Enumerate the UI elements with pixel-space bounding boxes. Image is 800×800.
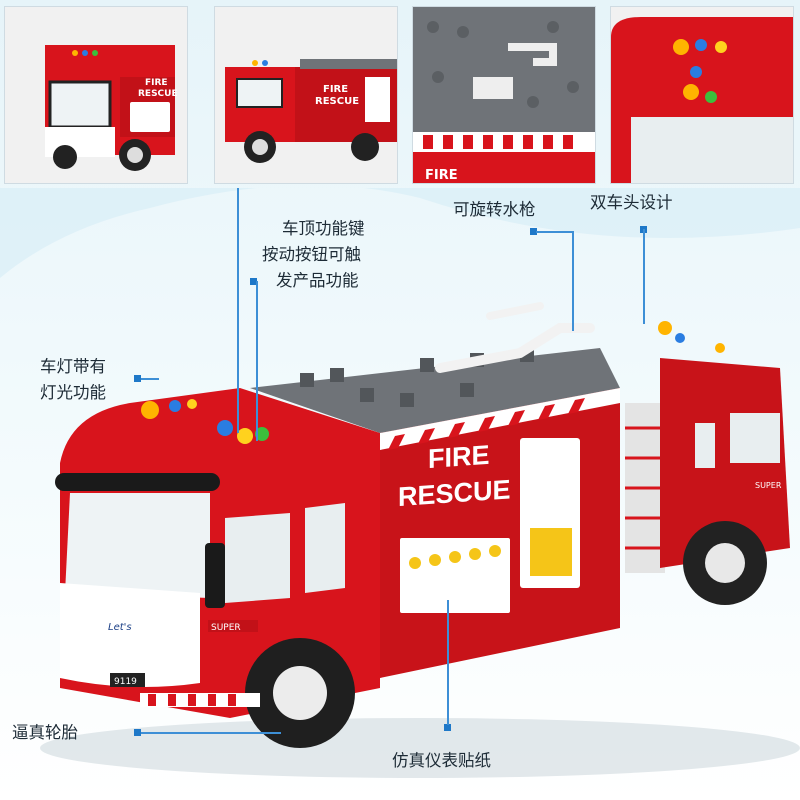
callout-line-roof-keys-2 (256, 281, 258, 441)
license-plate: 9119 (114, 677, 137, 687)
callout-line-water-gun-v (572, 231, 574, 331)
label-roof-keys-1: 车顶功能键 (282, 219, 365, 238)
thumb3-fire-text: FIRE (425, 168, 458, 183)
side-fire-text: FIRE (428, 440, 489, 474)
callout-line-water-gun-h (536, 231, 574, 233)
rear-super-badge: SUPER (755, 481, 782, 490)
front-super-badge: SUPER (211, 623, 241, 633)
label-water-gun: 可旋转水枪 (453, 200, 536, 219)
label-roof-keys-3: 发产品功能 (276, 271, 359, 290)
callout-line-tires (141, 732, 281, 734)
thumbnail-strip: FIRE RESCUE FIRE RESCUE (0, 0, 800, 188)
thumb1-fire-text: FIRE (145, 78, 168, 88)
thumb2-fire-text: FIRE (323, 84, 348, 95)
thumbnail-front-view[interactable]: FIRE RESCUE (4, 6, 188, 184)
callout-dot-roof-keys (250, 278, 257, 285)
callout-line-dual-cab (643, 229, 645, 324)
label-lights-2: 灯光功能 (40, 383, 106, 402)
thumbnail-cab-top-view[interactable] (610, 6, 794, 184)
thumbnail-side-view[interactable]: FIRE RESCUE (214, 6, 398, 184)
label-roof-keys-2: 按动按钮可触 (262, 245, 361, 264)
label-gauges: 仿真仪表贴纸 (392, 751, 491, 770)
callout-line-roof-keys (237, 188, 239, 433)
callout-dot-gauges (444, 724, 451, 731)
callout-line-gauges (447, 600, 449, 725)
label-lights-1: 车灯带有 (40, 357, 106, 376)
callout-dot-water-gun (530, 228, 537, 235)
callout-dot-lights (134, 375, 141, 382)
thumbnail-roof-view[interactable]: FIRE (412, 6, 596, 184)
thumb2-rescue-text: RESCUE (315, 96, 359, 107)
label-dual-cab: 双车头设计 (590, 193, 673, 212)
callout-dot-tires (134, 729, 141, 736)
fire-truck-photo: FIRE RESCUE SUPER Let's 9119 (0, 188, 800, 800)
thumb1-rescue-text: RESCUE (138, 89, 178, 99)
grille-logo: Let's (108, 622, 132, 633)
callout-line-lights (141, 378, 159, 380)
label-tires: 逼真轮胎 (12, 723, 78, 742)
